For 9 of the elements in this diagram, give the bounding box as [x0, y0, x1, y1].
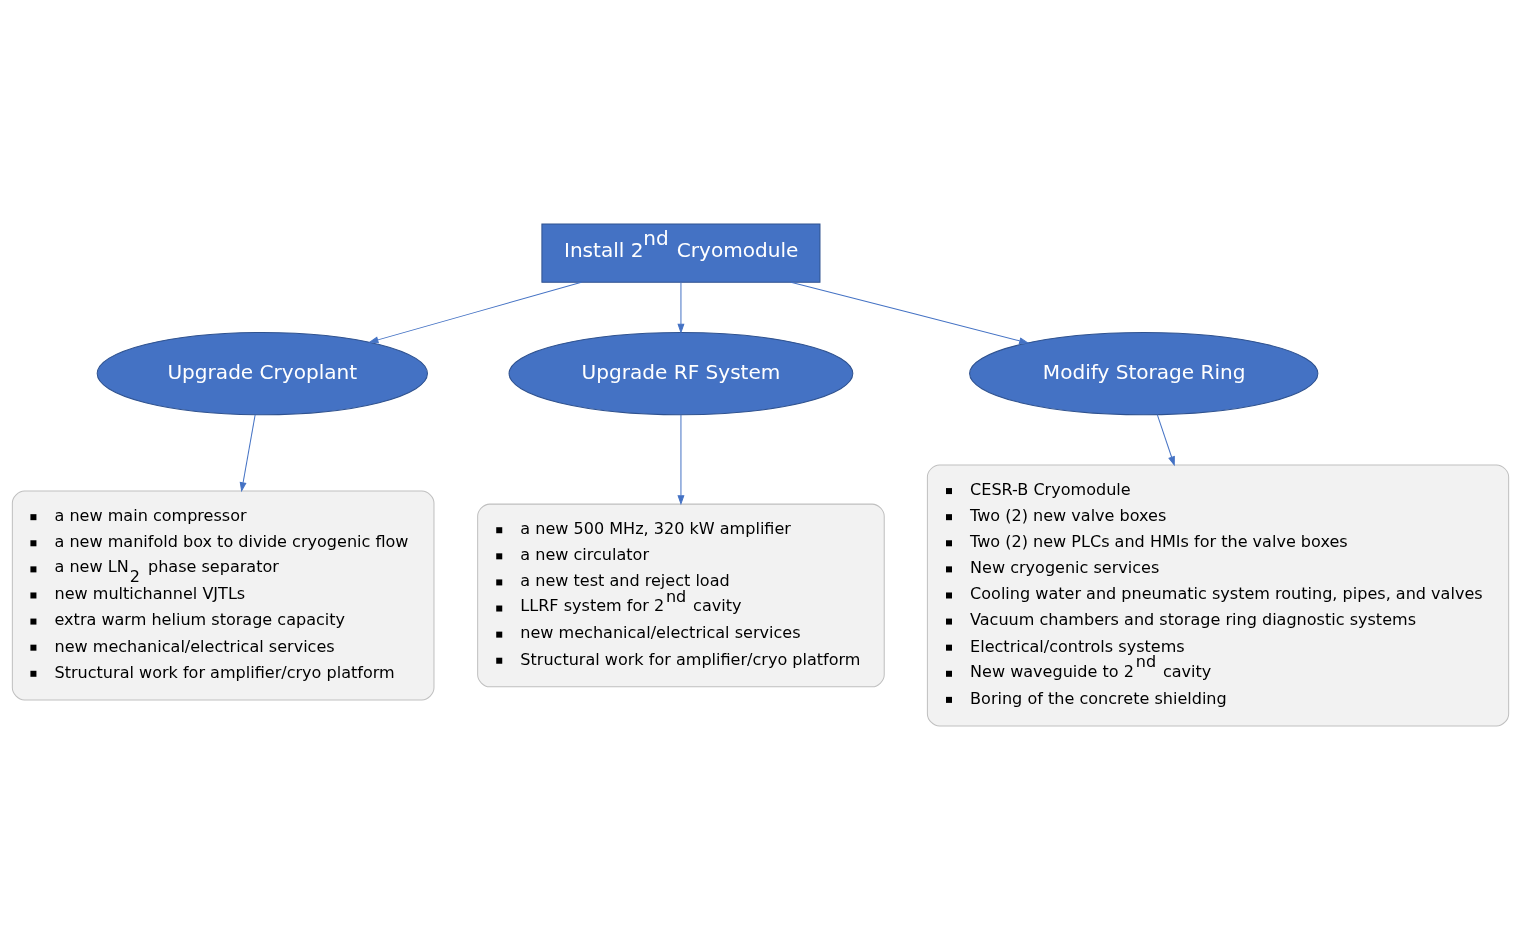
- arrow: [677, 282, 685, 333]
- node-ellipse: Upgrade Cryoplant: [96, 331, 428, 416]
- arrow: [369, 281, 582, 344]
- arrow: [790, 281, 1029, 345]
- node-ellipse: Modify Storage Ring: [969, 331, 1319, 416]
- node-ellipse: Upgrade RF System: [508, 331, 854, 416]
- arrow: [239, 414, 256, 492]
- arrow: [1156, 414, 1175, 466]
- arrow: [677, 414, 685, 505]
